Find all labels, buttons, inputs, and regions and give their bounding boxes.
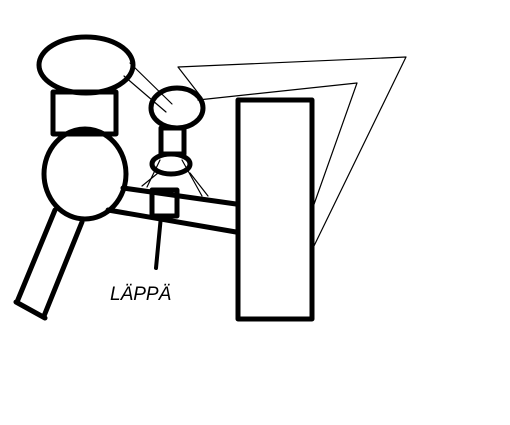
right-tank (235, 97, 315, 322)
small-disc (149, 151, 193, 177)
diagonal-leg (13, 207, 85, 321)
neck-block (50, 89, 119, 137)
label-pointer (154, 214, 163, 270)
upper-oval (36, 34, 136, 96)
round-body (41, 126, 129, 222)
flap-label: LÄPPÄ (110, 284, 171, 305)
thin-connector-lines (123, 56, 407, 249)
small-stem (158, 125, 187, 157)
pipe-bottom (105, 207, 239, 235)
valve-box (149, 187, 180, 219)
small-ball (148, 85, 206, 131)
